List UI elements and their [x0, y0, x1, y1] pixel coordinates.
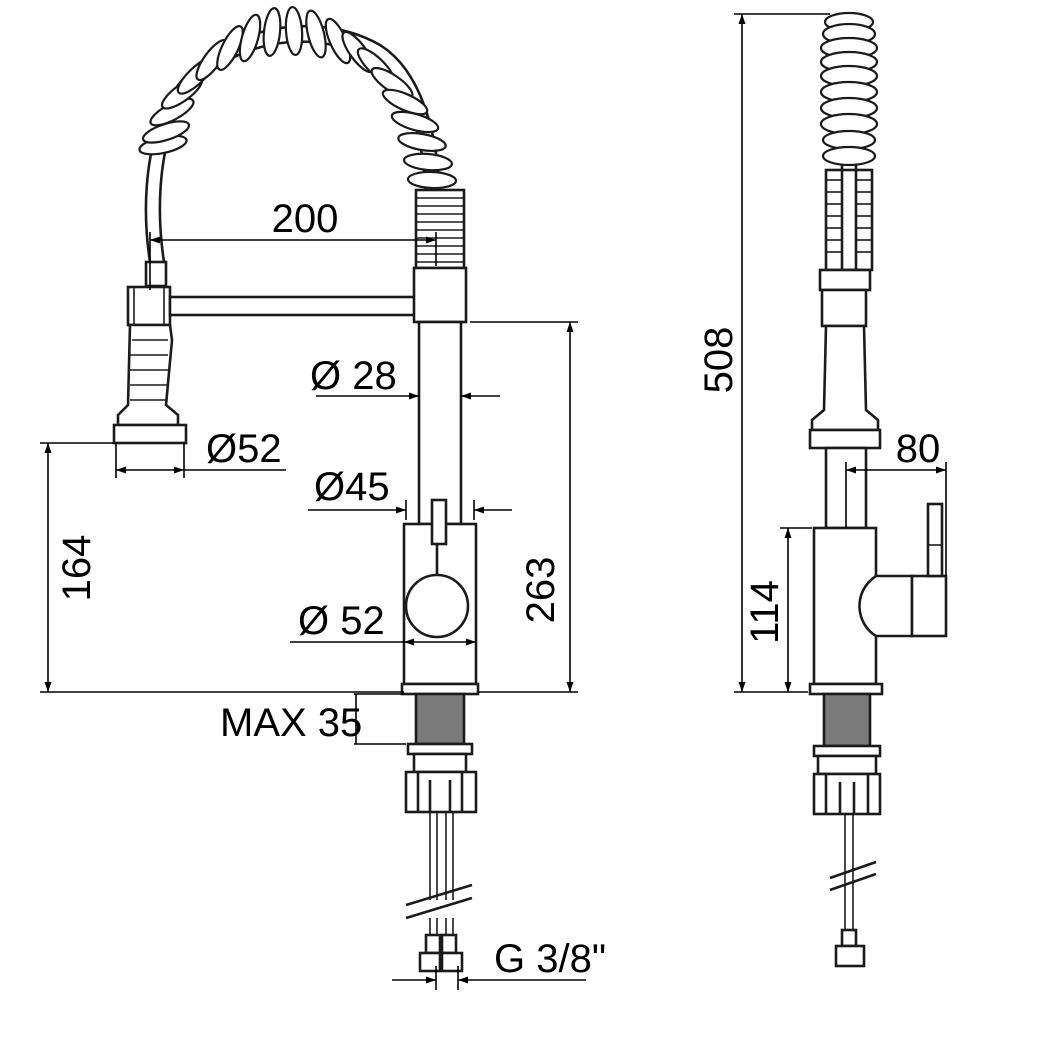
dim-thread: G 3/8" — [392, 937, 606, 990]
label-lever-depth: 80 — [896, 427, 941, 471]
dim-height-164: 164 — [40, 442, 404, 693]
label-spout-diameter: Ø 28 — [310, 354, 397, 398]
label-total-height: 508 — [697, 327, 741, 394]
side-view: 508 80 114 — [697, 11, 948, 968]
label-spray-diameter: Ø52 — [206, 427, 282, 471]
label-spout-height: 263 — [519, 557, 563, 624]
label-spout-reach: 200 — [272, 197, 339, 241]
side-spring — [818, 11, 879, 328]
dim-max-35: MAX 35 — [220, 693, 406, 745]
dim-height-263: 263 — [470, 321, 578, 693]
side-body — [808, 446, 948, 696]
dim-depth-80: 80 — [845, 427, 947, 576]
label-spray-height: 164 — [55, 535, 99, 602]
spray-holder-arm — [168, 295, 418, 317]
dim-spray-diameter: Ø52 — [115, 427, 286, 478]
label-counter-thickness: MAX 35 — [220, 701, 362, 745]
dim-body-diameter: Ø 52 — [290, 599, 476, 646]
faucet-body — [400, 498, 480, 696]
label-body-height: 114 — [743, 580, 787, 644]
dim-spout-diameter: Ø 28 — [310, 354, 500, 400]
label-body-diameter: Ø 52 — [298, 599, 385, 643]
label-body-top-diameter: Ø45 — [314, 465, 390, 509]
spring-coil — [138, 5, 466, 270]
front-view: 200 Ø 28 Ø52 Ø45 Ø 52 — [40, 5, 606, 990]
threaded-shank — [404, 692, 478, 814]
side-shank — [812, 692, 882, 968]
dim-total-508: 508 — [697, 13, 830, 693]
dim-reach-200: 200 — [149, 197, 437, 290]
supply-hoses — [405, 812, 473, 973]
dim-body-114: 114 — [743, 527, 812, 692]
label-connection-thread: G 3/8" — [494, 937, 606, 981]
dim-body-top-diameter: Ø45 — [308, 465, 512, 520]
spout-tube — [412, 266, 468, 526]
side-spray-head — [808, 324, 882, 450]
spray-head — [112, 260, 188, 445]
